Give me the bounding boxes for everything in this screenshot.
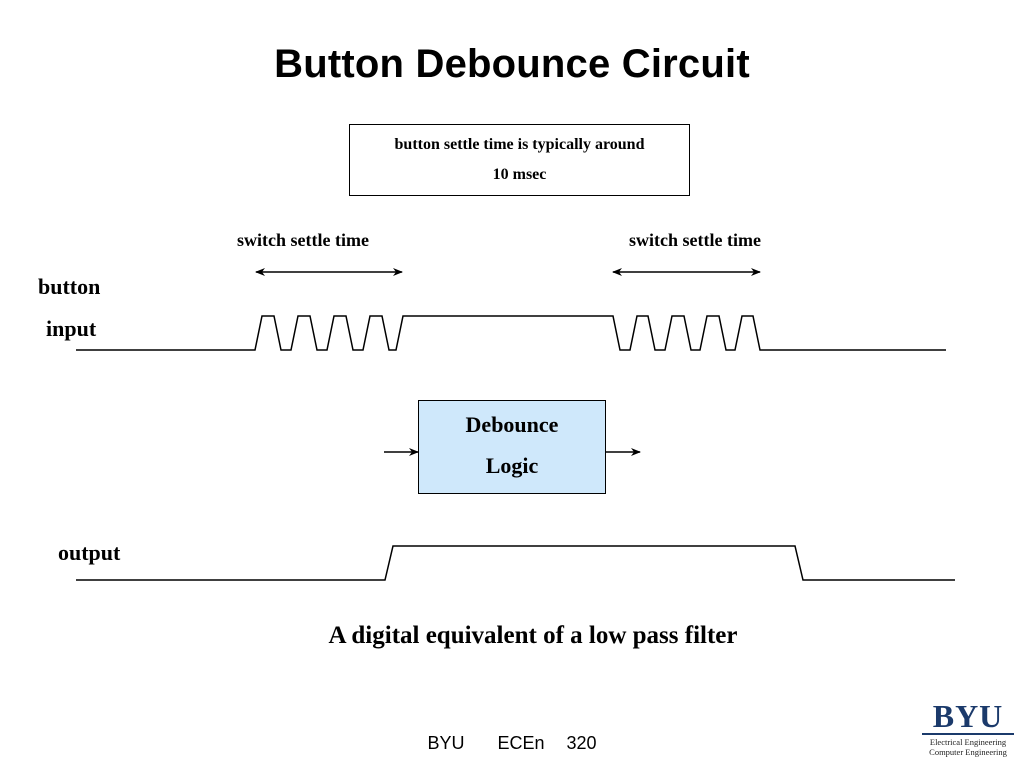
note-line-2: 10 msec xyxy=(492,166,547,183)
block-line-1: Debounce xyxy=(465,412,559,437)
debounce-logic-block: Debounce Logic xyxy=(418,400,606,494)
logo-rule xyxy=(922,733,1014,735)
settle-label-left: switch settle time xyxy=(237,230,369,250)
output-label: output xyxy=(58,540,121,565)
block-line-2: Logic xyxy=(485,453,539,478)
note-line-1: button settle time is typically around xyxy=(394,136,645,153)
logo-line-2: Computer Engineering xyxy=(929,747,1007,757)
logo-mark: BYU xyxy=(932,698,1004,734)
byu-logo: BYU Electrical Engineering Computer Engi… xyxy=(920,700,1016,760)
slide-title: Button Debounce Circuit xyxy=(274,42,750,86)
logo-line-1: Electrical Engineering xyxy=(929,737,1007,747)
input-label: input xyxy=(46,316,97,341)
caption: A digital equivalent of a low pass filte… xyxy=(328,622,738,649)
footer: BYU ECEn 320 xyxy=(0,733,1024,754)
button-label: button xyxy=(38,274,101,299)
settle-label-right: switch settle time xyxy=(629,230,761,250)
settle-time-note: button settle time is typically around 1… xyxy=(349,124,690,196)
input-waveform xyxy=(76,315,946,351)
output-waveform xyxy=(76,545,955,581)
footer-text: BYU ECEn 320 xyxy=(427,733,597,753)
